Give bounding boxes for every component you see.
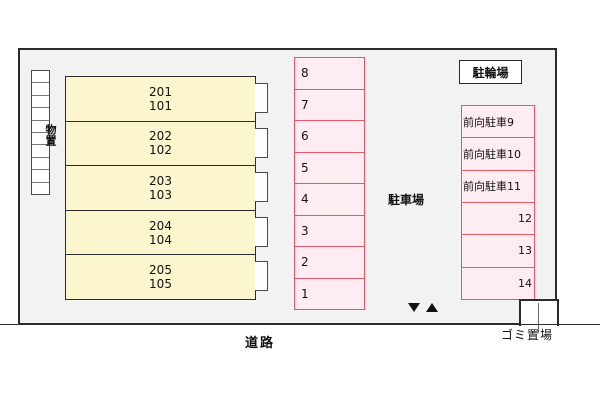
parking-stall: 前向駐車11 [462,170,534,203]
storage-shed-cell [32,108,49,121]
storage-shed-cell [32,95,49,109]
unit-upper-number: 202 [149,129,172,144]
parking-stall: 5 [295,152,364,184]
unit-lower-number: 103 [149,187,172,202]
road-label: 道路 [245,336,276,351]
bicycle-parking-box: 駐輪場 [459,60,522,84]
unit-entrance-door [255,83,268,113]
garbage-area-leader-line [538,303,539,333]
unit-upper-number: 201 [149,84,172,99]
parking-stall: 14 [462,267,534,299]
storage-shed-cell [32,145,49,158]
storage-shed-cell [32,120,49,134]
parking-stall: 3 [295,215,364,247]
parking-stall: 8 [295,58,364,90]
entry-exit-arrows [408,303,438,312]
unit-lower-number: 102 [149,143,172,158]
storage-shed-column [31,70,50,195]
unit-upper-number: 205 [149,263,172,278]
building-unit-row: 201 101 [65,76,268,122]
parking-stall: 13 [462,235,534,268]
arrow-down-icon [408,303,420,312]
unit-entrance-door [255,172,268,203]
garbage-area-label: ゴミ置場 [501,328,554,342]
parking-stall: 6 [295,121,364,153]
building-unit-row: 203 103 [65,165,268,211]
storage-shed-cell [32,170,49,183]
unit-upper-number: 204 [149,218,172,233]
parking-stall: 前向駐車9 [462,106,534,139]
unit-entrance-door [255,127,268,158]
unit-entrance-door [255,261,268,292]
parking-stall: 2 [295,247,364,279]
parking-stall: 4 [295,184,364,216]
storage-shed-label: 物置 [44,124,57,146]
storage-shed-cell [32,157,49,171]
building-unit-row: 204 104 [65,209,268,256]
parking-stall: 1 [295,278,364,309]
apartment-building: 201 101 202 102 203 103 204 104 205 105 [65,76,268,300]
building-unit-row: 205 105 [65,254,268,300]
parking-strip-left: 8 7 6 5 4 3 2 1 [294,57,365,310]
building-unit-row: 202 102 [65,120,268,167]
storage-shed-cell [32,182,49,195]
unit-upper-number: 203 [149,173,172,188]
parking-stall: 7 [295,89,364,121]
unit-lower-number: 104 [149,232,172,247]
arrow-up-icon [426,303,438,312]
unit-lower-number: 101 [149,98,172,113]
storage-shed-cell [32,71,49,84]
garbage-area-notch [519,299,559,326]
parking-lot-label: 駐車場 [388,193,425,207]
parking-stall: 12 [462,202,534,236]
parking-stall: 前向駐車10 [462,138,534,171]
unit-entrance-door [255,216,268,247]
storage-shed-cell [32,83,49,96]
road-boundary-line [0,324,600,325]
parking-strip-right: 前向駐車9 前向駐車10 前向駐車11 12 13 14 [461,105,535,300]
storage-shed-cell [32,133,49,146]
unit-lower-number: 105 [149,277,172,292]
